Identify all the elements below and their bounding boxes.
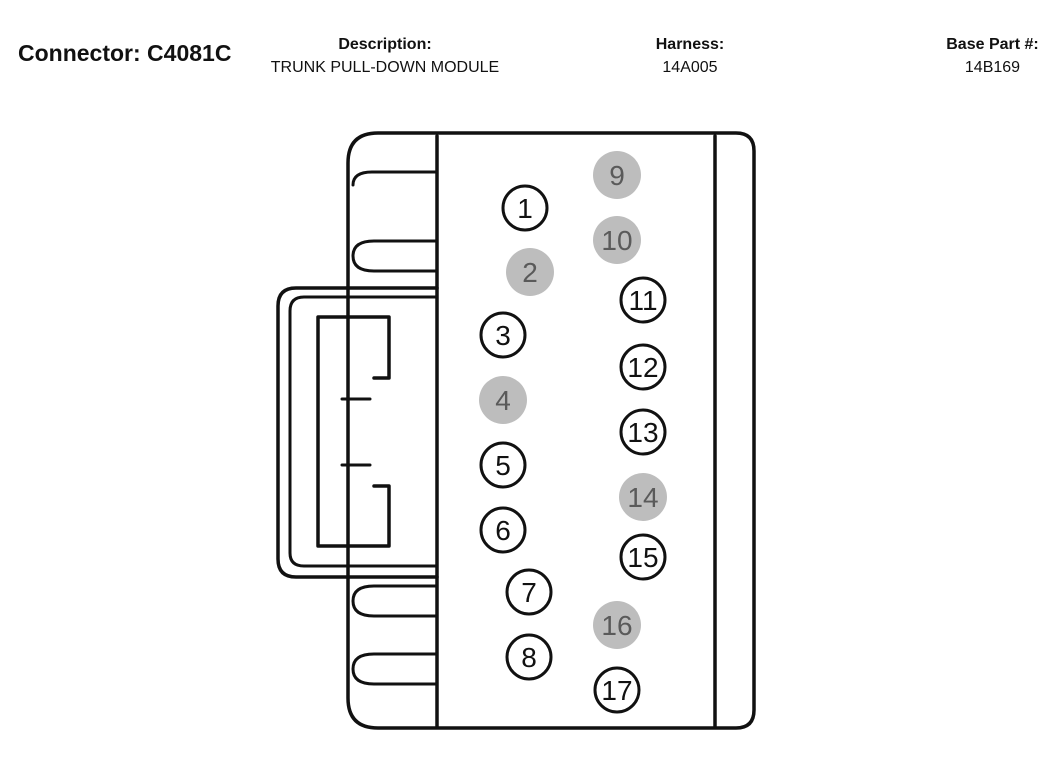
description-value: TRUNK PULL-DOWN MODULE xyxy=(270,59,500,76)
pin-8-label: 8 xyxy=(521,642,537,673)
pin-2: 2 xyxy=(506,248,554,296)
description-column: Description: TRUNK PULL-DOWN MODULE xyxy=(250,35,520,77)
pin-6-label: 6 xyxy=(495,515,511,546)
base-part-value: 14B169 xyxy=(964,59,1021,76)
pin-3-label: 3 xyxy=(495,320,511,351)
pin-9: 9 xyxy=(593,151,641,199)
connector-title: Connector: C4081C xyxy=(18,40,232,66)
pin-6: 6 xyxy=(479,506,527,554)
pin-16-circle xyxy=(593,601,641,649)
pin-14-label: 14 xyxy=(627,482,658,513)
pin-17-label: 17 xyxy=(601,675,632,706)
pin-10: 10 xyxy=(593,216,641,264)
pin-17: 17 xyxy=(593,666,641,714)
pin-2-circle xyxy=(506,248,554,296)
harness-value: 14A005 xyxy=(662,59,718,76)
pin-5-label: 5 xyxy=(495,450,511,481)
pin-7: 7 xyxy=(505,568,553,616)
pin-12-circle xyxy=(619,343,667,391)
base-part-label: Base Part #: xyxy=(946,36,1039,53)
pin-15-label: 15 xyxy=(627,542,658,573)
pin-6-circle xyxy=(479,506,527,554)
description-label: Description: xyxy=(338,36,432,53)
pin-15-circle xyxy=(619,533,667,581)
housing-rib-bottom xyxy=(351,652,439,686)
pin-1-circle xyxy=(501,184,549,232)
pin-3-circle xyxy=(479,311,527,359)
pin-11: 11 xyxy=(619,276,667,324)
latch-window xyxy=(316,315,391,548)
pin-13-label: 13 xyxy=(627,417,658,448)
pin-4-circle xyxy=(479,376,527,424)
pin-2-label: 2 xyxy=(522,257,538,288)
pin-1: 1 xyxy=(501,184,549,232)
pin-15: 15 xyxy=(619,533,667,581)
connector-header: Connector: C4081C Description: TRUNK PUL… xyxy=(0,0,1063,110)
pin-5-circle xyxy=(479,441,527,489)
pin-1-label: 1 xyxy=(517,193,533,224)
pin-13: 13 xyxy=(619,408,667,456)
pin-16: 16 xyxy=(593,601,641,649)
pin-9-circle xyxy=(593,151,641,199)
harness-label: Harness: xyxy=(655,36,725,53)
pin-10-label: 10 xyxy=(601,225,632,256)
locking-tab-outline xyxy=(276,286,439,579)
pin-12-label: 12 xyxy=(627,352,658,383)
housing-rib-top xyxy=(351,170,439,187)
pin-16-label: 16 xyxy=(601,610,632,641)
pin-10-circle xyxy=(593,216,641,264)
pin-11-circle xyxy=(619,276,667,324)
pin-14-circle xyxy=(619,473,667,521)
pin-7-circle xyxy=(505,568,553,616)
housing-rib-upper xyxy=(351,239,439,273)
harness-column: Harness: 14A005 xyxy=(630,35,750,77)
pin-8: 8 xyxy=(505,633,553,681)
connector-housing-outline xyxy=(346,131,756,730)
pin-8-circle xyxy=(505,633,553,681)
pin-4-label: 4 xyxy=(495,385,511,416)
locking-tab-inner xyxy=(288,295,439,568)
pin-11-label: 11 xyxy=(628,285,657,316)
pin-9-label: 9 xyxy=(609,160,625,191)
pin-3: 3 xyxy=(479,311,527,359)
base-part-column: Base Part #: 14B169 xyxy=(925,35,1060,77)
pin-5: 5 xyxy=(479,441,527,489)
pin-14: 14 xyxy=(619,473,667,521)
pin-13-circle xyxy=(619,408,667,456)
pin-17-circle xyxy=(593,666,641,714)
pin-4: 4 xyxy=(479,376,527,424)
pin-7-label: 7 xyxy=(521,577,537,608)
housing-rib-lower xyxy=(351,584,439,618)
pin-12: 12 xyxy=(619,343,667,391)
